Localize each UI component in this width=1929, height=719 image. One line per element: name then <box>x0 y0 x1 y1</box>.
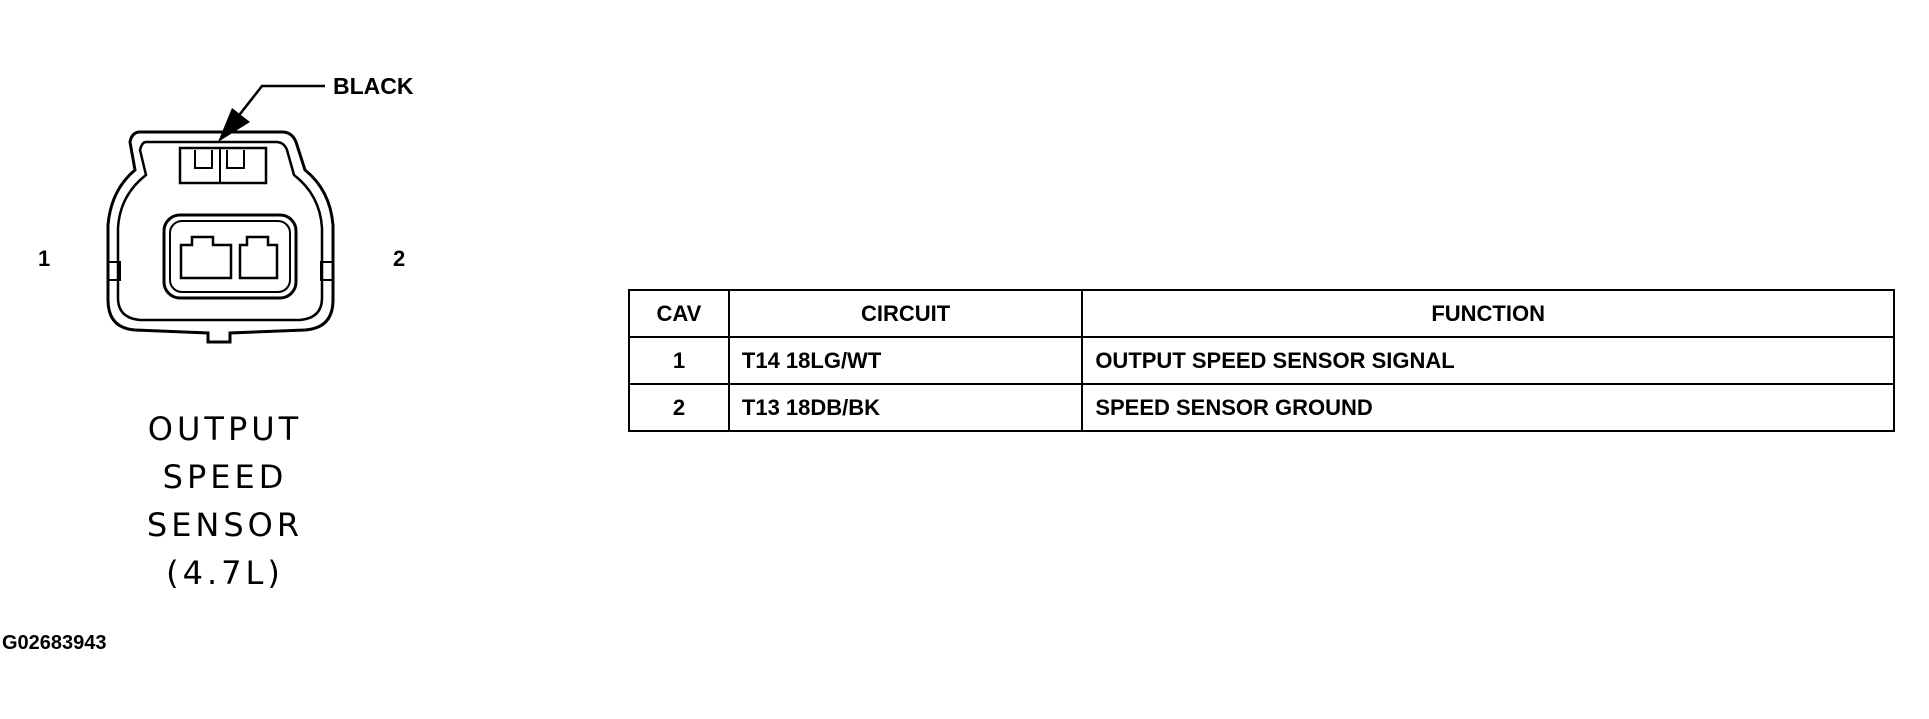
header-circuit: CIRCUIT <box>727 289 1084 338</box>
component-name-line-4: (4.7L) <box>166 554 284 592</box>
connector-latch <box>178 146 268 185</box>
component-name: OUTPUT SPEED SENSOR (4.7L) <box>110 405 340 597</box>
terminal-cavity-area-inner <box>169 220 291 293</box>
cell-circuit: T13 18DB/BK <box>727 383 1084 432</box>
cell-function: SPEED SENSOR GROUND <box>1081 383 1895 432</box>
header-function: FUNCTION <box>1081 289 1895 338</box>
cell-cav: 2 <box>628 383 730 432</box>
component-name-line-1: OUTPUT <box>147 410 303 448</box>
cell-function: OUTPUT SPEED SENSOR SIGNAL <box>1081 336 1895 385</box>
terminal-cavity-area <box>162 213 298 300</box>
component-name-line-2: SPEED <box>162 458 288 496</box>
header-cav: CAV <box>628 289 730 338</box>
connector-housing <box>106 130 335 344</box>
color-label: BLACK <box>333 73 414 99</box>
cavity-1 <box>179 235 233 280</box>
component-name-line-3: SENSOR <box>146 506 304 544</box>
cavity-2 <box>238 235 279 280</box>
table-row: 2 T13 18DB/BK SPEED SENSOR GROUND <box>628 383 1895 432</box>
connector-housing-inner <box>116 140 324 322</box>
cell-cav: 1 <box>628 336 730 385</box>
pin-number-1: 1 <box>38 246 51 271</box>
color-leader-arrow-icon <box>218 108 250 142</box>
cavity-table: CAV CIRCUIT FUNCTION 1 T14 18LG/WT OUTPU… <box>628 289 1895 432</box>
connector-diagram <box>106 84 335 344</box>
table-header-row: CAV CIRCUIT FUNCTION <box>628 289 1895 338</box>
table-row: 1 T14 18LG/WT OUTPUT SPEED SENSOR SIGNAL <box>628 336 1895 385</box>
pin-number-2: 2 <box>393 246 406 271</box>
cell-circuit: T14 18LG/WT <box>727 336 1084 385</box>
figure-id: G02683943 <box>2 632 107 654</box>
